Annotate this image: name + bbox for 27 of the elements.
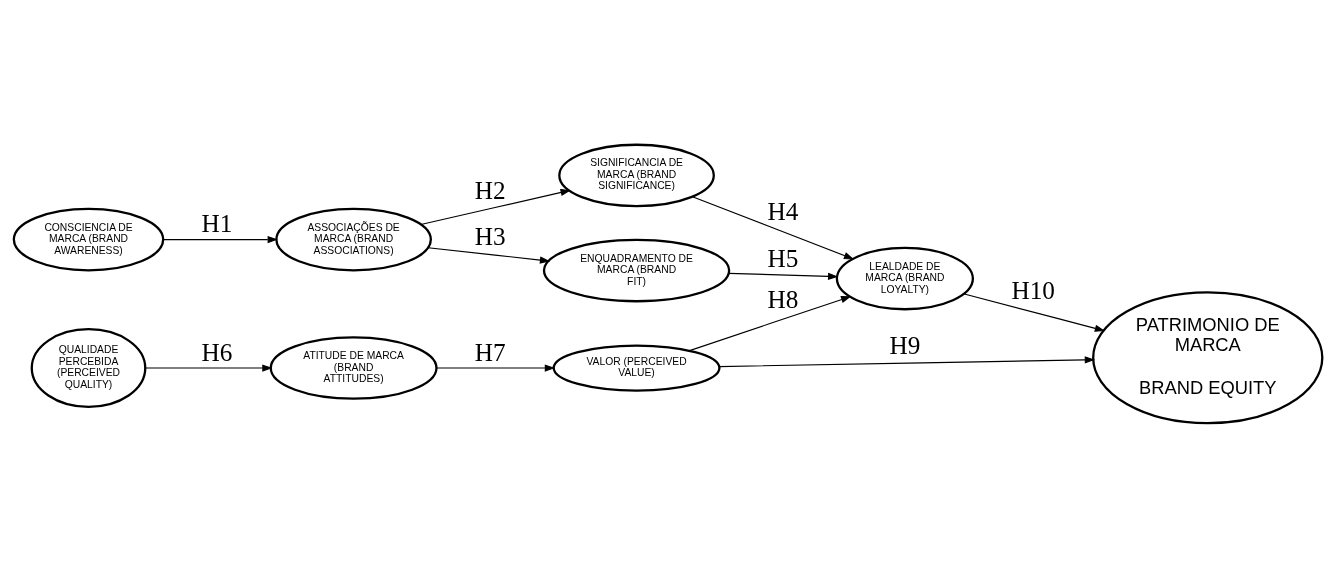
arrow xyxy=(728,272,839,280)
edge-label: H6 xyxy=(201,338,233,366)
node-ellipse: ATITUDE DE MARCA (BRAND ATTITUDES) xyxy=(269,336,438,400)
edge-label: H1 xyxy=(201,210,233,238)
arrow xyxy=(427,247,551,264)
edge-label: H4 xyxy=(767,197,799,225)
edge-label: H7 xyxy=(474,338,506,366)
node-ellipse: ASSOCIAÇÕES DE MARCA (BRAND ASSOCIATIONS) xyxy=(275,207,432,272)
node-ellipse: QUALIDADE PERCEBIDA (PERCEIVED QUALITY) xyxy=(30,328,147,409)
arrow xyxy=(420,188,571,226)
arrow xyxy=(689,296,852,352)
edge-label: H5 xyxy=(767,244,799,272)
node-ellipse: LEALDADE DE MARCA (BRAND LOYALTY) xyxy=(835,246,975,311)
arrow xyxy=(963,293,1106,332)
arrow xyxy=(691,196,855,260)
edge-label: H8 xyxy=(767,285,799,313)
node-ellipse: CONSCIENCIA DE MARCA (BRAND AWARENESS) xyxy=(12,207,165,272)
edge-label: H3 xyxy=(474,222,506,250)
edge-label: H2 xyxy=(474,177,506,205)
arrow xyxy=(436,364,556,372)
node-ellipse: VALOR (PERCEIVED VALUE) xyxy=(552,344,721,392)
node-ellipse: ENQUADRAMENTO DE MARCA (BRAND FIT) xyxy=(542,238,731,303)
arrow xyxy=(718,356,1096,368)
edge-label: H9 xyxy=(889,331,921,359)
edge-label: H10 xyxy=(1011,276,1055,304)
arrow xyxy=(144,364,273,372)
arrow xyxy=(162,236,278,244)
